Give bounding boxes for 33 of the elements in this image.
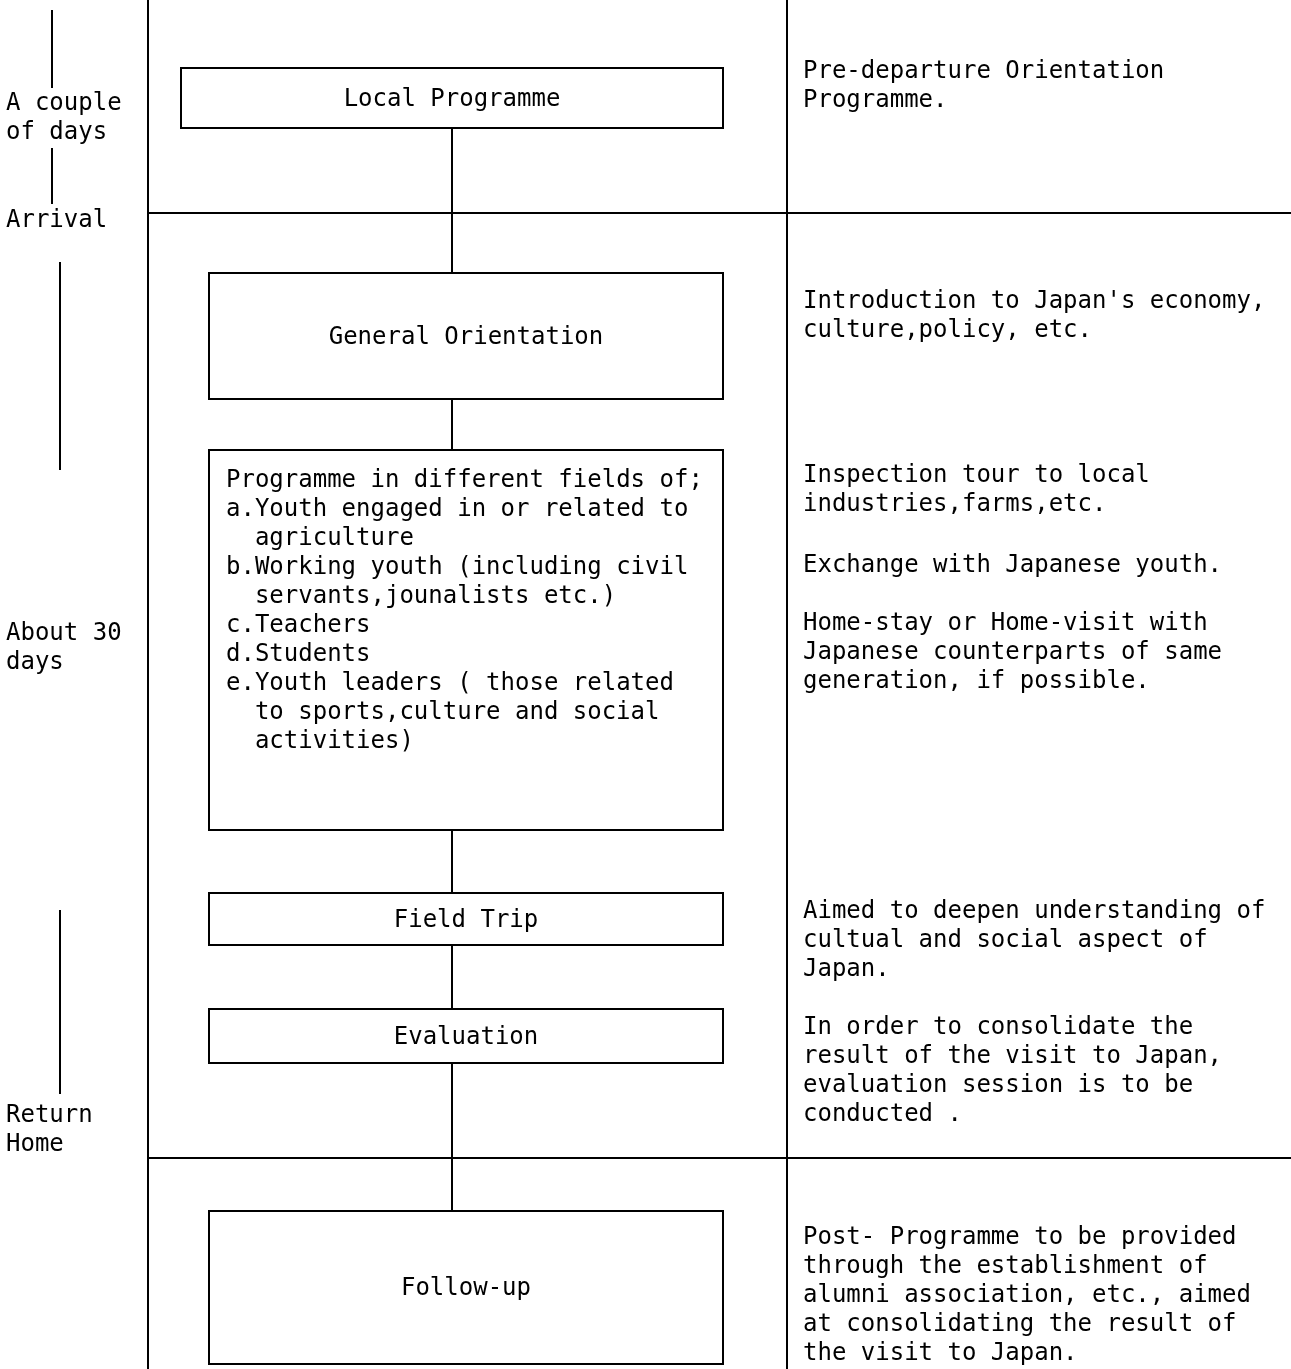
process-box (180, 67, 724, 129)
list-item: b.Working youth (including civil servants,jounalists etc.) (226, 552, 690, 610)
list-item: c.Teachers (226, 610, 371, 639)
process-box (208, 272, 724, 400)
description-text: Post- Programme to be provided through the establishment of alumni association, etc., aimed at consolidating the result of the visit to Japan. (803, 1222, 1252, 1367)
time-label: Return Home (6, 1100, 94, 1158)
process-box (208, 892, 724, 946)
connector-line (451, 1063, 453, 1211)
description-text: Exchange with Japanese youth. (803, 550, 1224, 579)
description-text: In order to consolidate the result of the visit to Japan, evaluation session is to be conducted . (803, 1012, 1224, 1128)
box-label: Local Programme (343, 83, 561, 113)
process-box (208, 449, 724, 831)
description-text: Aimed to deepen understanding of cultual and social aspect of Japan. (803, 896, 1267, 983)
list-item: e.Youth leaders ( those related to sports,culture and social activities) (226, 668, 675, 755)
description-text: Home-stay or Home-visit with Japanese counterparts of same generation, if possible. (803, 608, 1224, 695)
connector-line (451, 830, 453, 893)
time-label: Arrival (6, 205, 109, 234)
description-text: Inspection tour to local industries,farms,etc. (803, 460, 1151, 518)
description-text: Introduction to Japan's economy, culture,policy, etc. (803, 286, 1267, 344)
time-label: About 30 days (6, 618, 123, 676)
description-text: Pre-departure Orientation Programme. (803, 56, 1166, 114)
box-label: Evaluation (393, 1021, 539, 1051)
box-label: General Orientation (328, 321, 604, 351)
connector-line (451, 399, 453, 450)
box-label: Follow-up (400, 1273, 531, 1302)
time-label: A couple of days (6, 88, 123, 146)
box-label: Field Trip (393, 904, 539, 934)
box-heading: Programme in different fields of; (226, 465, 703, 494)
connector-line (451, 128, 453, 273)
process-box (208, 1210, 724, 1365)
list-item: d.Students (226, 639, 371, 668)
process-box (208, 1008, 724, 1064)
connector-line (451, 945, 453, 1009)
